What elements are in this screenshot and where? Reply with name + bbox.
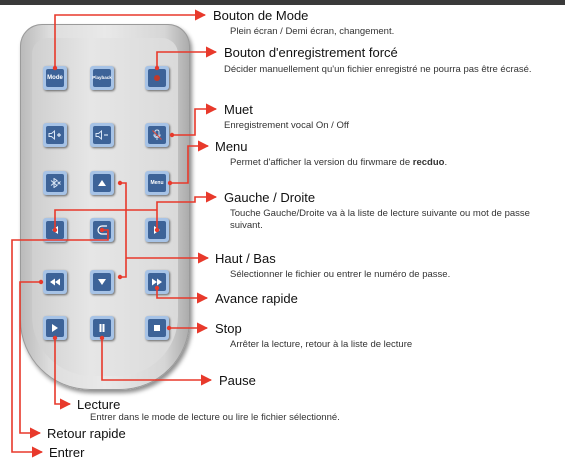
mute-icon: [148, 126, 166, 144]
down-arrow-icon: [93, 273, 111, 291]
volume-down-button[interactable]: [90, 123, 114, 147]
forced-record-description: Décider manuellement qu'un fichier enreg…: [224, 64, 532, 75]
rewind-icon: [46, 273, 64, 291]
volume-up-icon: [46, 126, 64, 144]
menu-button-label: Menu: [148, 174, 166, 192]
stop-title: Stop: [215, 321, 242, 336]
up-button[interactable]: [90, 171, 114, 195]
left-right-title: Gauche / Droite: [224, 190, 316, 205]
stop-description: Arrêter la lecture, retour à la liste de…: [230, 339, 413, 350]
record-dot-icon: [148, 69, 166, 87]
mode-button[interactable]: Mode: [43, 66, 67, 90]
up-down-title: Haut / Bas: [215, 251, 276, 266]
playback-button-label: Playback: [92, 69, 112, 87]
menu-description-suffix: .: [444, 157, 448, 168]
pause-title: Pause: [219, 373, 256, 388]
pause-button[interactable]: [90, 316, 114, 340]
rewind-title: Retour rapide: [47, 426, 126, 441]
play-title: Lecture: [77, 397, 121, 412]
forced-record-title: Bouton d'enregistrement forcé: [224, 45, 398, 60]
return-icon: [93, 221, 111, 239]
left-right-description: Touche Gauche/Droite va à la liste de le…: [230, 208, 530, 231]
menu-description-text: Permet d'afficher la version du firwmare…: [230, 157, 413, 168]
right-arrow-icon: [148, 221, 166, 239]
up-arrow-icon: [93, 174, 111, 192]
pause-icon: [93, 319, 111, 337]
mode-description: Plein écran / Demi écran, changement.: [230, 26, 395, 37]
menu-title: Menu: [215, 139, 248, 154]
stop-icon: [148, 319, 166, 337]
left-arrow-icon: [46, 221, 64, 239]
up-down-description: Sélectionner le fichier ou entrer le num…: [230, 269, 451, 280]
right-button[interactable]: [145, 218, 169, 242]
menu-description: Permet d'afficher la version du firwmare…: [230, 157, 447, 169]
playback-button[interactable]: Playback: [90, 66, 114, 90]
bluetooth-off-icon: [46, 174, 64, 192]
volume-up-button[interactable]: [43, 123, 67, 147]
brand-name: recduo: [412, 157, 445, 168]
mute-description: Enregistrement vocal On / Off: [224, 120, 349, 131]
play-description: Entrer dans le mode de lecture ou lire l…: [90, 412, 340, 423]
forced-record-button[interactable]: [145, 66, 169, 90]
enter-title: Entrer: [49, 445, 85, 460]
fast-forward-button[interactable]: [145, 270, 169, 294]
play-button[interactable]: [43, 316, 67, 340]
mode-button-label: Mode: [46, 69, 64, 87]
bluetooth-off-button[interactable]: [43, 171, 67, 195]
menu-button[interactable]: Menu: [145, 171, 169, 195]
mode-title: Bouton de Mode: [213, 8, 309, 23]
fast-forward-icon: [148, 273, 166, 291]
mute-button[interactable]: [145, 123, 169, 147]
down-button[interactable]: [90, 270, 114, 294]
rewind-button[interactable]: [43, 270, 67, 294]
fast-forward-title: Avance rapide: [215, 291, 298, 306]
stop-button[interactable]: [145, 316, 169, 340]
mute-title: Muet: [224, 102, 253, 117]
volume-down-icon: [93, 126, 111, 144]
return-button[interactable]: [90, 218, 114, 242]
play-icon: [46, 319, 64, 337]
left-button[interactable]: [43, 218, 67, 242]
top-bar: [0, 0, 565, 5]
